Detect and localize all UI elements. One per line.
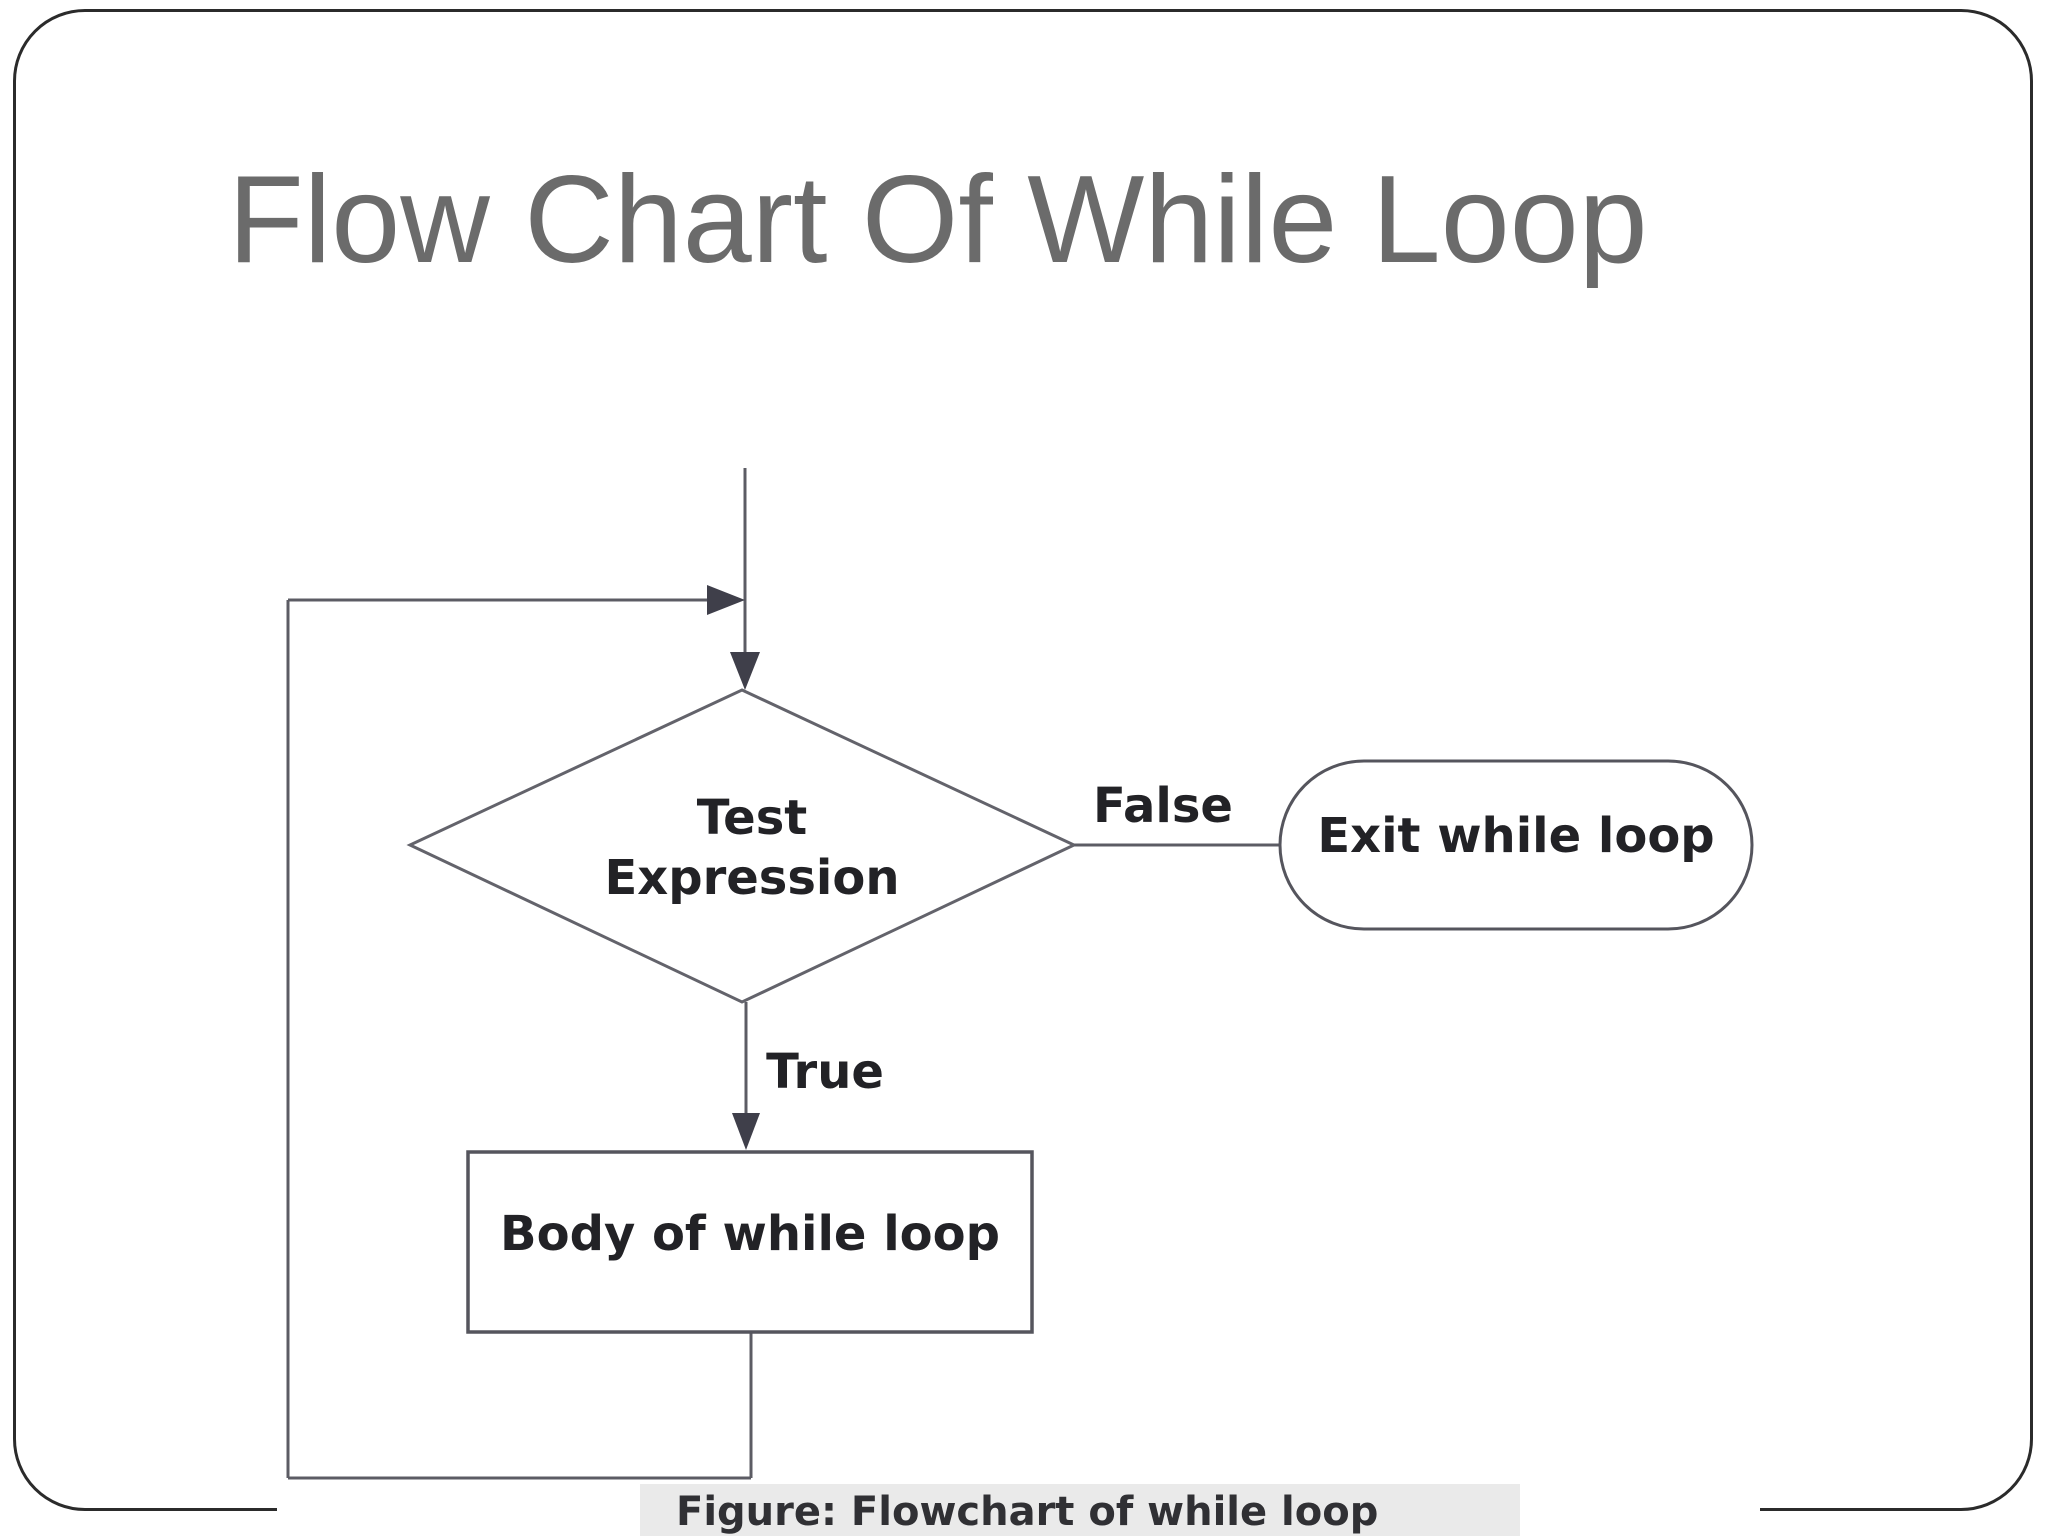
decision-node-label: Test Expression <box>604 790 900 906</box>
decision-diamond <box>406 688 1078 1004</box>
exit-node-label: Exit while loop <box>1317 808 1715 864</box>
slide-title: Flow Chart Of While Loop <box>228 151 1648 289</box>
figure-caption: Figure: Flowchart of while loop <box>676 1489 1379 1535</box>
caption-background <box>640 1484 1520 1536</box>
arrowhead-into-decision <box>730 652 760 690</box>
body-node-label: Body of while loop <box>500 1206 1000 1262</box>
arrowhead-into-body <box>732 1113 760 1150</box>
true-edge-label: True <box>766 1044 884 1100</box>
exit-stadium <box>1278 759 1754 931</box>
false-edge-label: False <box>1093 778 1233 834</box>
body-rect <box>466 1150 1034 1334</box>
arrowhead-loopback <box>707 585 745 615</box>
